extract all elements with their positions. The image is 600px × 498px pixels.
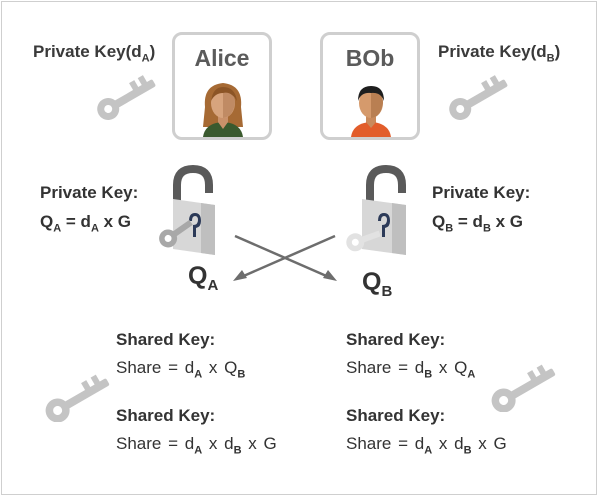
alice-avatar	[203, 83, 243, 137]
arrow-head-right-icon	[323, 270, 337, 281]
exchange-arrows	[233, 234, 337, 281]
arrow-bob-to-alice	[238, 234, 336, 280]
alice-card: Alice	[172, 32, 272, 140]
alice-shared-key-title-2: Shared Key:	[116, 406, 216, 425]
alice-shared-key-title-1: Shared Key:	[116, 330, 216, 349]
alice-shared-key-icon	[45, 374, 110, 422]
bob-shared-key-icon	[491, 364, 556, 412]
arrow-alice-to-bob	[234, 234, 332, 280]
bob-q-label: QB	[362, 268, 393, 300]
alice-name: Alice	[194, 45, 250, 71]
alice-public-key-formula: QA = dA x G	[40, 212, 132, 235]
bob-private-key-icon	[449, 75, 508, 120]
bob-shared-key-eq-2: Share = dA x dB x G	[346, 434, 507, 457]
bob-private-key-label: Private Key(dB)	[438, 42, 561, 65]
alice-private-key-icon	[97, 75, 156, 120]
alice-q-label: QA	[188, 262, 219, 294]
bob-padlock-icon	[346, 164, 406, 255]
arrow-head-left-icon	[233, 270, 247, 281]
alice-shared-key-eq-2: Share = dA x dB x G	[116, 434, 277, 457]
bob-avatar	[351, 86, 391, 137]
bob-shared-key-title-1: Shared Key:	[346, 330, 446, 349]
alice-private-key-label: Private Key(dA)	[33, 42, 156, 65]
bob-name: BOb	[345, 45, 395, 71]
bob-public-key-formula: QB = dB x G	[432, 212, 524, 235]
bob-shared-key-title-2: Shared Key:	[346, 406, 446, 425]
bob-public-key-label: Private Key:	[432, 183, 531, 202]
alice-public-key-label: Private Key:	[40, 183, 139, 202]
bob-card: BOb	[320, 32, 420, 140]
alice-shared-key-eq-1: Share = dA x QB	[116, 358, 246, 381]
alice-padlock-icon	[159, 164, 215, 255]
bob-shared-key-eq-1: Share = dB x QA	[346, 358, 476, 381]
